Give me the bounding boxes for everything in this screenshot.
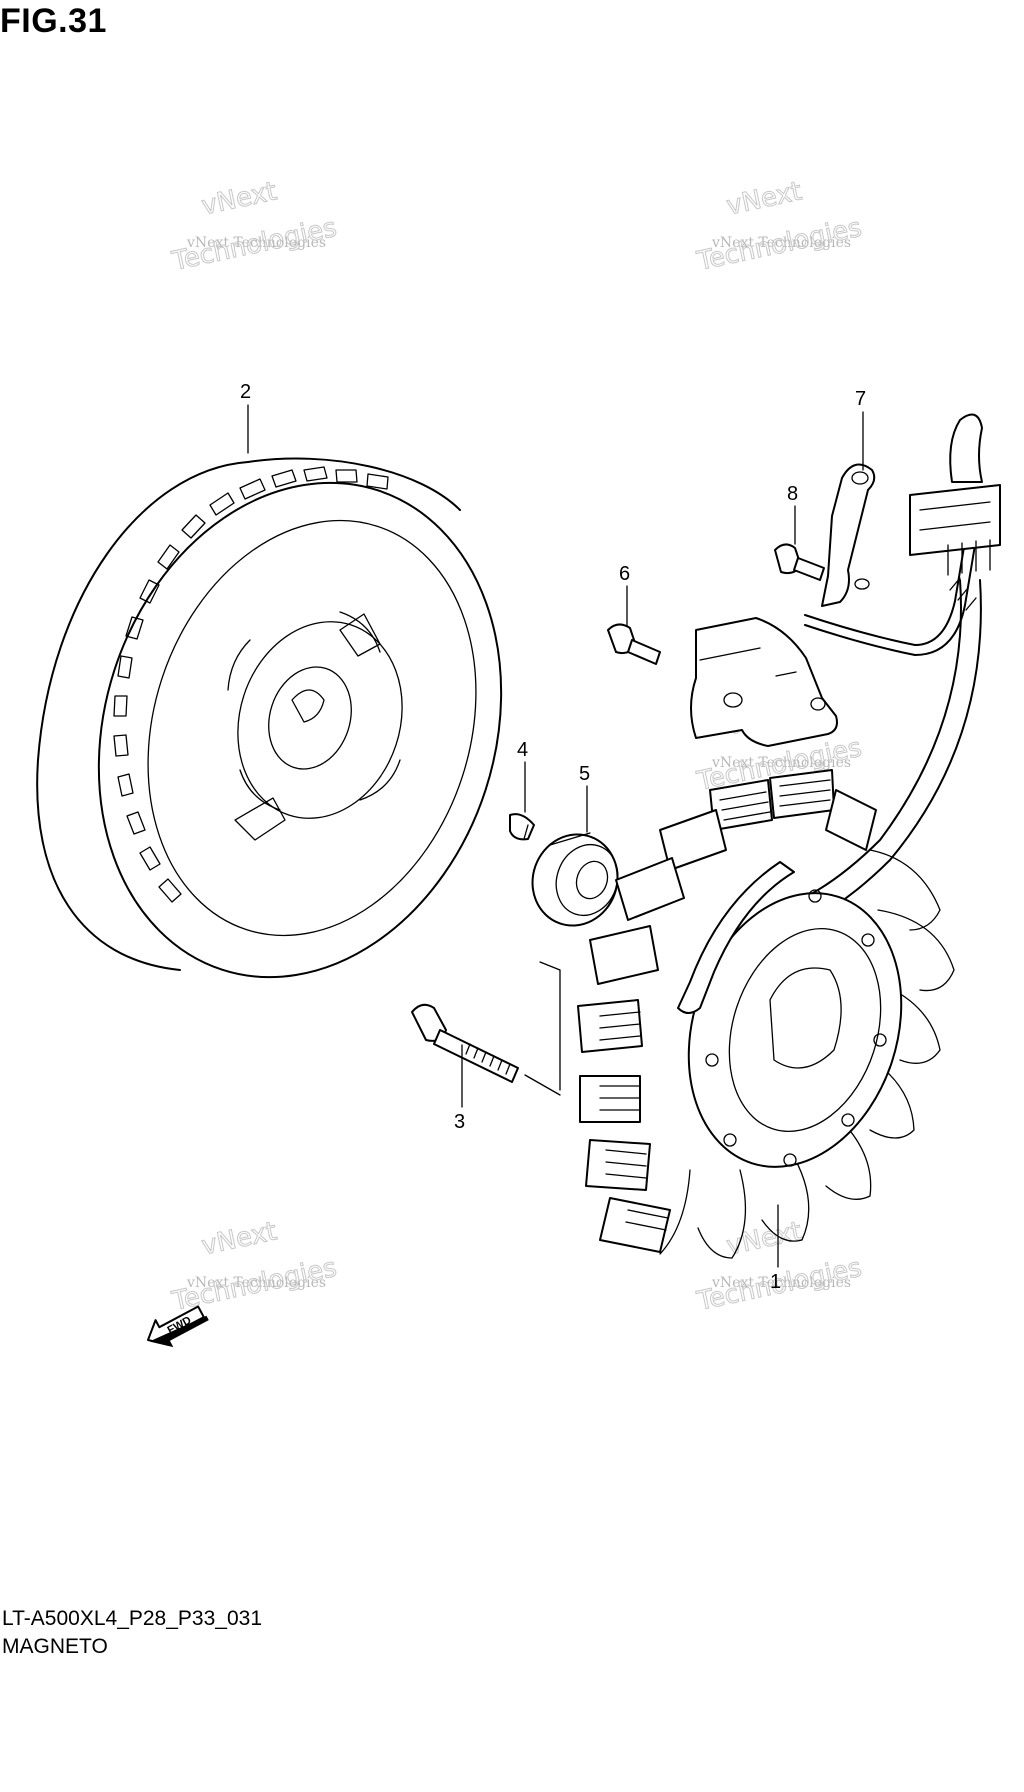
callout-5: 5: [579, 763, 590, 833]
install-guide-line: [524, 961, 561, 1096]
wire-harness: [799, 540, 982, 923]
section-name: MAGNETO: [2, 1635, 108, 1658]
svg-text:vNext Technologies: vNext Technologies: [711, 1275, 851, 1291]
svg-text:vNext Technologies: vNext Technologies: [711, 235, 851, 251]
watermark-top-left: vNext vNext Technologies Technologies: [168, 176, 340, 278]
svg-text:2: 2: [240, 381, 251, 403]
watermark-top-right: vNext vNext Technologies Technologies: [693, 176, 865, 278]
svg-text:vNext Technologies: vNext Technologies: [711, 755, 851, 771]
svg-text:vNext Technologies: vNext Technologies: [186, 235, 326, 251]
svg-text:vNext: vNext: [199, 176, 280, 221]
svg-text:3: 3: [454, 1111, 465, 1133]
svg-text:Technologies: Technologies: [694, 213, 865, 277]
svg-text:Technologies: Technologies: [169, 213, 340, 277]
svg-text:vNext: vNext: [724, 176, 805, 221]
part-2-rotor[interactable]: [36, 430, 564, 1030]
callout-6: 6: [619, 563, 630, 627]
watermark-bottom-left: vNext vNext Technologies Technologies: [168, 1216, 340, 1318]
svg-text:5: 5: [579, 763, 590, 785]
part-8-bolt[interactable]: [774, 543, 825, 581]
callout-2: 2: [240, 381, 251, 454]
wire-connector[interactable]: [909, 413, 1001, 576]
svg-text:vNext: vNext: [199, 1216, 280, 1261]
part-1-stator[interactable]: [577, 769, 955, 1259]
part-7-clamp[interactable]: [821, 463, 876, 607]
svg-text:1: 1: [770, 1271, 781, 1293]
fwd-direction-arrow: FWD: [147, 1305, 209, 1348]
part-4-key[interactable]: [509, 813, 535, 841]
pickup-coil[interactable]: [690, 617, 838, 747]
callout-1: 1: [770, 1204, 781, 1293]
part-6-bolt[interactable]: [607, 623, 661, 665]
svg-text:vNext Technologies: vNext Technologies: [186, 1275, 326, 1291]
svg-text:4: 4: [517, 739, 528, 761]
model-code: LT-A500XL4_P28_P33_031: [2, 1607, 262, 1630]
part-5-nut[interactable]: [520, 822, 630, 937]
callout-4: 4: [517, 739, 528, 813]
callout-7: 7: [855, 388, 866, 471]
svg-text:8: 8: [787, 483, 798, 505]
callout-8: 8: [787, 483, 798, 545]
watermark-bottom-right: vNext vNext Technologies Technologies: [693, 1216, 865, 1318]
figure-title: FIG.31: [0, 2, 107, 40]
svg-text:7: 7: [855, 388, 866, 410]
svg-text:6: 6: [619, 563, 630, 585]
part-3-bolt[interactable]: [411, 1003, 519, 1083]
callout-3: 3: [454, 1044, 465, 1133]
